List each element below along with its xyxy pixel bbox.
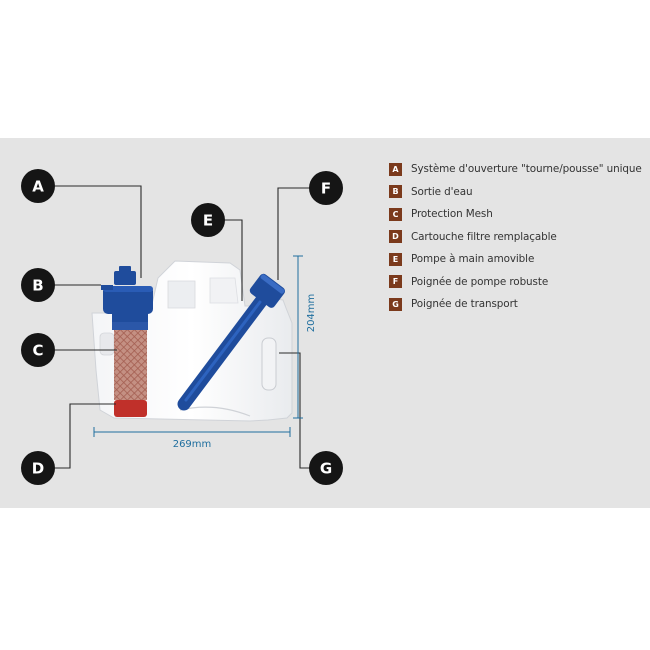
leader-a — [55, 185, 142, 278]
callout-f: F — [309, 171, 343, 205]
diagram-panel: 269mm 204mm A B C D E F G — [0, 138, 650, 508]
legend-item-g: G Poignée de transport — [389, 293, 650, 316]
callout-a: A — [21, 169, 55, 203]
width-dimension-label: 269mm — [173, 439, 212, 450]
callout-b: B — [21, 268, 55, 302]
callout-a-letter: A — [32, 178, 44, 196]
legend-key-a: A — [389, 162, 402, 176]
callout-c-letter: C — [32, 342, 43, 360]
legend-label-b: Sortie d'eau — [411, 185, 473, 198]
leader-f — [277, 187, 310, 280]
callout-g-letter: G — [320, 460, 332, 478]
height-dimension-label: 204mm — [306, 294, 317, 333]
legend-key-f: F — [389, 275, 402, 289]
legend-key-g: G — [389, 297, 402, 311]
callout-d-letter: D — [32, 460, 44, 478]
legend-item-a: A Système d'ouverture "tourne/pousse" un… — [389, 158, 650, 181]
legend-label-c: Protection Mesh — [411, 208, 493, 221]
hand-pump — [177, 273, 285, 411]
dimension-lines — [93, 255, 303, 437]
callout-d: D — [21, 451, 55, 485]
legend-item-f: F Poignée de pompe robuste — [389, 271, 650, 294]
legend-key-e: E — [389, 252, 402, 266]
legend-item-e: E Pompe à main amovible — [389, 248, 650, 271]
callout-e-letter: E — [203, 212, 213, 230]
legend-item-d: D Cartouche filtre remplaçable — [389, 226, 650, 249]
leader-lines — [55, 185, 310, 469]
callout-e: E — [191, 203, 225, 237]
callout-g: G — [309, 451, 343, 485]
jerrycan-diagram: 269mm 204mm A B C D E F G — [21, 169, 343, 485]
legend-label-g: Poignée de transport — [411, 298, 518, 311]
legend-label-d: Cartouche filtre remplaçable — [411, 230, 557, 243]
legend-label-f: Poignée de pompe robuste — [411, 275, 549, 288]
legend-label-e: Pompe à main amovible — [411, 253, 535, 266]
legend-key-b: B — [389, 185, 402, 199]
legend-key-d: D — [389, 230, 402, 244]
leader-g — [279, 352, 310, 469]
callout-b-letter: B — [32, 277, 43, 295]
callout-c: C — [21, 333, 55, 367]
filter-assembly — [101, 266, 153, 417]
legend-key-c: C — [389, 207, 402, 221]
legend: A Système d'ouverture "tourne/pousse" un… — [389, 158, 650, 316]
leader-d — [55, 403, 116, 469]
legend-item-c: C Protection Mesh — [389, 203, 650, 226]
legend-item-b: B Sortie d'eau — [389, 181, 650, 204]
leader-e — [224, 219, 243, 301]
legend-label-a: Système d'ouverture "tourne/pousse" uniq… — [411, 163, 642, 176]
callout-f-letter: F — [321, 180, 331, 198]
